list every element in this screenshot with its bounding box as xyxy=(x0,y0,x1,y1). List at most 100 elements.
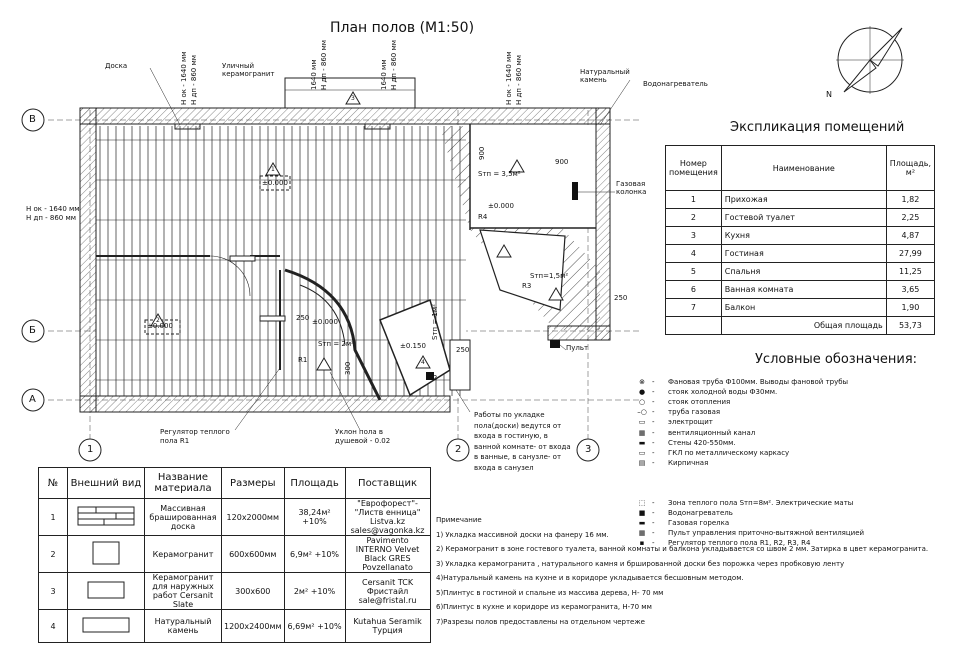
explication-cell-name: Прихожая xyxy=(720,190,887,209)
legend-symbol-icon: ■ xyxy=(638,509,646,517)
material-cell-size: 1200х2400мм xyxy=(221,609,285,643)
mat-col-area: Площадь xyxy=(283,467,346,499)
note-item: 3) Укладка керамогранита , натурального … xyxy=(436,559,845,568)
legend-symbol-icon: ▭ xyxy=(638,418,646,427)
explication-cell-area: 1,90 xyxy=(885,298,936,317)
label-s1: Sтп = 3,5м² xyxy=(478,170,521,178)
axis-v: В xyxy=(29,114,36,125)
label-d300: 300 xyxy=(344,361,352,375)
legend-title: Условные обозначения: xyxy=(755,352,918,367)
legend-text: Стены 420-550мм. xyxy=(668,438,736,447)
label-s2: Sтп = 2м² xyxy=(318,340,354,348)
legend-item: ○ -стояк отопления xyxy=(632,398,730,407)
label-d900a: 900 xyxy=(555,158,569,166)
total-area: 53,73 xyxy=(885,316,936,335)
floor-plan xyxy=(21,67,640,462)
material-cell-size: 600х600мм xyxy=(221,535,285,573)
mat-col-n: № xyxy=(38,467,68,499)
explication-cell-name: Балкон xyxy=(720,298,887,317)
material-cell-n: 2 xyxy=(38,535,68,573)
material-cell-n: 3 xyxy=(38,572,68,610)
label-v-dp: H дп - 860 мм xyxy=(190,54,198,105)
material-cell-look xyxy=(67,498,145,536)
explication-cell-area: 3,65 xyxy=(885,280,936,299)
explication-cell-n: 5 xyxy=(665,262,722,281)
explication-cell-area: 2,25 xyxy=(885,208,936,227)
label-v860-b: H дп - 860 мм xyxy=(390,39,398,90)
legend-symbol-icon: ▦ xyxy=(638,428,646,437)
legend-item: ▤ -Кирпичная xyxy=(632,458,709,468)
material-cell-area: 38,24м² +10% xyxy=(283,498,346,536)
explication-cell-name: Кухня xyxy=(720,226,887,245)
label-ukl1: Уклон пола в xyxy=(335,428,384,436)
material-cell-look xyxy=(67,535,145,573)
legend-text: Фановая труба Ф100мм. Выводы фановой тру… xyxy=(668,378,849,386)
label-ukl2: душевой - 0.02 xyxy=(335,437,391,445)
material-cell-name: Массивная брашированная доска xyxy=(144,498,222,536)
explication-table: Номер помещения Наименование Площадь, м²… xyxy=(665,145,936,335)
legend-symbol-icon: ▤ xyxy=(638,458,646,467)
label-d250c: 250 xyxy=(456,346,470,354)
material-cell-area: 6,69м² +10% xyxy=(283,609,346,643)
axis-b: Б xyxy=(29,325,36,336)
label-gazovaya: Газовая xyxy=(616,180,646,188)
explication-cell-n: 6 xyxy=(665,280,722,299)
notes: Примечание 1) Укладка массивной доски на… xyxy=(436,513,928,629)
col-name: Наименование xyxy=(720,145,887,191)
legend-item: ▪ -Регулятор теплого пола R1, R2, R3, R4 xyxy=(632,539,811,548)
legend-text: стояк холодной воды Ф30мм. xyxy=(668,388,778,397)
explication-title: Экспликация помещений xyxy=(730,120,905,135)
legend-text: Газовая горелка xyxy=(668,519,730,528)
legend-item: ▬ -Стены 420-550мм. xyxy=(632,439,736,448)
mat-col-size: Размеры xyxy=(221,467,285,499)
label-reg2: пола R1 xyxy=(160,437,190,445)
label-s4: Sтп = 1м² xyxy=(431,304,439,340)
legend-text: труба газовая xyxy=(668,408,721,417)
legend-symbol-icon: ▭ xyxy=(638,448,646,457)
material-cell-name: Керамогранит для наружных работ Cersanit… xyxy=(144,572,222,610)
mat-col-supplier: Поставщик xyxy=(344,467,431,499)
label-pult: Пульт xyxy=(566,344,589,352)
label-h-ok: H ок - 1640 мм xyxy=(26,205,80,213)
total-label: Общая площадь xyxy=(720,316,887,335)
material-cell-name: Керамогранит xyxy=(144,535,222,573)
material-row: 3 Керамогранит для наружных работ Cersani… xyxy=(38,572,431,610)
legend-text: Регулятор теплого пола R1, R2, R3, R4 xyxy=(668,539,811,548)
legend-text: электрощит xyxy=(668,418,713,427)
label-s3: Sтп=1,5м² xyxy=(530,272,569,280)
mat-col-look: Внешний вид xyxy=(67,467,145,499)
legend-text: Зона теплого пола Sтп=8м². Электрические… xyxy=(668,498,854,507)
north-arrow-icon xyxy=(836,26,904,94)
material-cell-supplier: Pavimento INTERNO Velvet Black GRES Povz… xyxy=(344,535,431,573)
axis-3: 3 xyxy=(585,444,592,455)
note-item: 2) Керамогранит в зоне гостевого туалета… xyxy=(436,545,929,553)
material-cell-area: 2м² +10% xyxy=(283,572,346,610)
label-r1: R1 xyxy=(298,356,308,364)
legend-text: Пульт управления приточно-вытяжной венти… xyxy=(668,529,865,538)
material-cell-supplier: "Еврофорест"-"Листв енница" Listva.kz sa… xyxy=(344,498,431,536)
label-works: Работы по укладке пола(доски) ведутся от… xyxy=(474,411,571,472)
label-level-150: ±0.150 xyxy=(400,342,426,350)
col-area: Площадь, м² xyxy=(885,145,936,191)
label-d250a: 250 xyxy=(614,294,628,302)
label-level-0: ±0.000 xyxy=(262,179,288,187)
label-v1640-b: 1640 мм xyxy=(380,59,388,90)
legend-symbol-icon: ▦ xyxy=(638,529,646,538)
label-v-dp-2: H дп - 860 мм xyxy=(515,54,523,105)
explication-cell-name: Гостевой туалет xyxy=(720,208,887,227)
label-t1: 1 xyxy=(271,166,275,173)
legend-symbol-icon: –○ xyxy=(637,408,647,417)
legend-symbol-icon: ● xyxy=(638,388,646,397)
label-reg1: Регулятор теплого xyxy=(160,428,230,436)
legend-text: Кирпичная xyxy=(668,458,709,467)
legend-item: ⊗ -Фановая труба Ф100мм. Выводы фановой … xyxy=(632,378,848,387)
explication-cell-n: 7 xyxy=(665,298,722,317)
explication-cell-area: 4,87 xyxy=(885,226,936,245)
label-v-ok-2: H ок - 1640 мм xyxy=(505,51,513,105)
